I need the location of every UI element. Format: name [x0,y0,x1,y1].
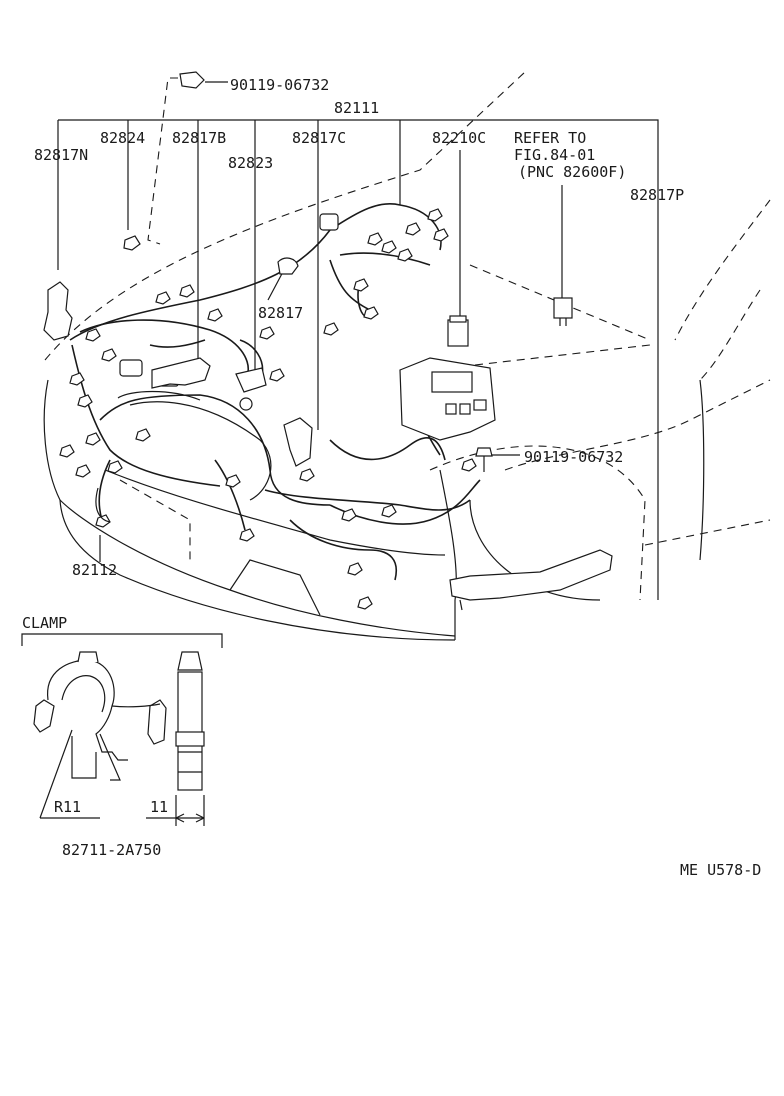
label-refer-line1: REFER TO [514,129,586,147]
label-refer-line2: FIG.84-01 [514,146,595,164]
label-82824: 82824 [100,129,145,147]
part-labels: 90119-06732 82111 82817N 82824 82817B 82… [22,76,761,879]
car-body-outline [44,71,771,601]
front-bumper [43,379,457,641]
label-82817p: 82817P [630,186,684,204]
label-82817n: 82817N [34,146,88,164]
label-clamp-title: CLAMP [22,614,67,632]
label-82112: 82112 [72,561,117,579]
label-82210c: 82210C [432,129,486,147]
label-82817c: 82817C [292,129,346,147]
label-refer-line3: (PNC 82600F) [518,163,626,181]
clamp-detail [21,633,223,826]
label-82817b: 82817B [172,129,226,147]
label-82823: 82823 [228,154,273,172]
label-dimension: 11 [150,798,168,816]
label-page-code: ME U578-D [680,861,761,879]
label-bolt-top: 90119-06732 [230,76,329,94]
leader-lines [57,77,659,600]
label-bolt-right: 90119-06732 [524,448,623,466]
label-clamp-part: 82711-2A750 [62,841,161,859]
parts [43,71,613,611]
label-82817: 82817 [258,304,303,322]
label-harness-main: 82111 [334,99,379,117]
label-radius: R11 [54,798,81,816]
